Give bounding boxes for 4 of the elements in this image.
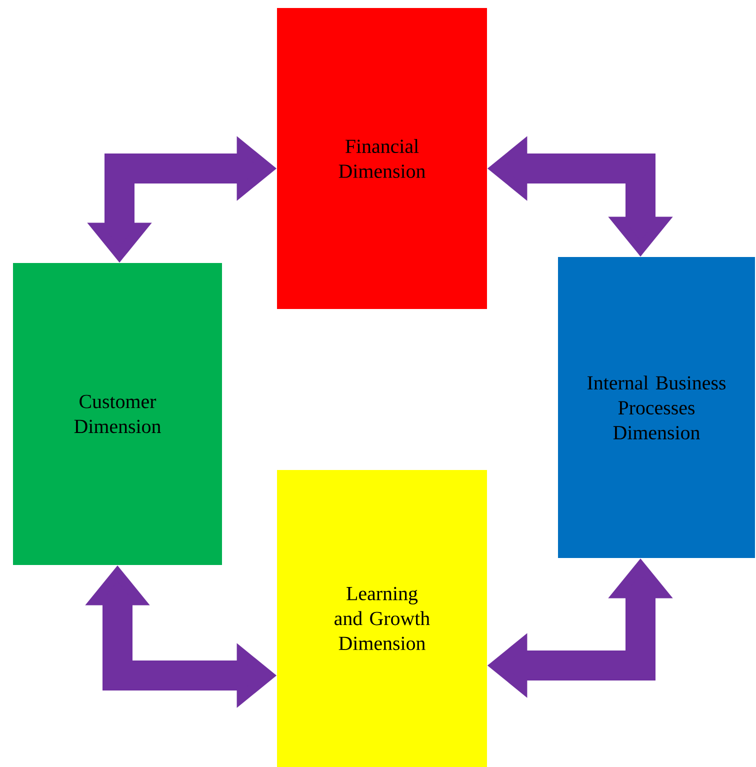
dimension-box: Internal Business Processes Dimension xyxy=(558,257,755,558)
dimension-box: Financial Dimension xyxy=(277,8,487,309)
dimension-box: Learning and Growth Dimension xyxy=(277,470,487,767)
dimension-box: Customer Dimension xyxy=(13,263,222,565)
